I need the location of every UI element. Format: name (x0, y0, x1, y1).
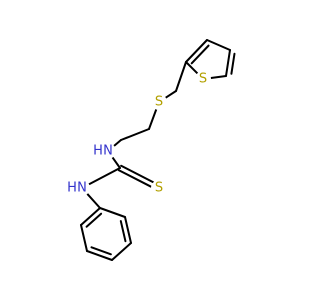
bond-line (111, 156, 121, 169)
bond-line (120, 164, 155, 184)
bond-line (206, 39, 231, 51)
bond-line (117, 169, 152, 188)
bond-line (209, 75, 227, 79)
bond-line (225, 49, 231, 77)
atom-n-upper: H N (92, 143, 116, 159)
bond-line (88, 167, 121, 186)
atom-n-upper-hydrogen: H (93, 144, 103, 159)
bond-line (86, 250, 113, 261)
molecule-structure: S S H N H N S (66, 39, 236, 261)
atom-s-thiophene: S (195, 71, 211, 87)
bond-line (85, 212, 103, 228)
bond-line (90, 246, 112, 256)
atom-n-upper-label: N (103, 144, 113, 159)
bond-line (185, 61, 199, 75)
atom-s-thioether: S (151, 94, 167, 110)
bond-line (148, 108, 158, 130)
atom-n-lower-label: N (77, 181, 87, 196)
bond-line (99, 207, 126, 218)
bond-line (124, 216, 132, 244)
bond-line (190, 44, 210, 65)
bond-line (230, 52, 236, 75)
atom-labels: S S H N H N S (66, 71, 211, 196)
atom-n-lower-hydrogen: H (67, 181, 77, 196)
bond-line (120, 128, 150, 141)
bond-line (80, 207, 101, 226)
bonds (80, 39, 236, 261)
bond-line (164, 90, 177, 99)
bond-line (80, 224, 88, 252)
atom-n-lower: H N (66, 180, 90, 196)
bond-line (113, 139, 122, 147)
atom-s-thione-label: S (155, 181, 163, 196)
bond-line (86, 192, 101, 209)
bond-line (111, 242, 132, 261)
atom-s-thiophene-label: S (199, 72, 207, 87)
bond-line (185, 39, 208, 63)
bond-line (175, 61, 187, 92)
atom-s-thioether-label: S (155, 95, 163, 110)
atom-s-thione: S (151, 180, 167, 196)
bond-line (119, 220, 127, 243)
